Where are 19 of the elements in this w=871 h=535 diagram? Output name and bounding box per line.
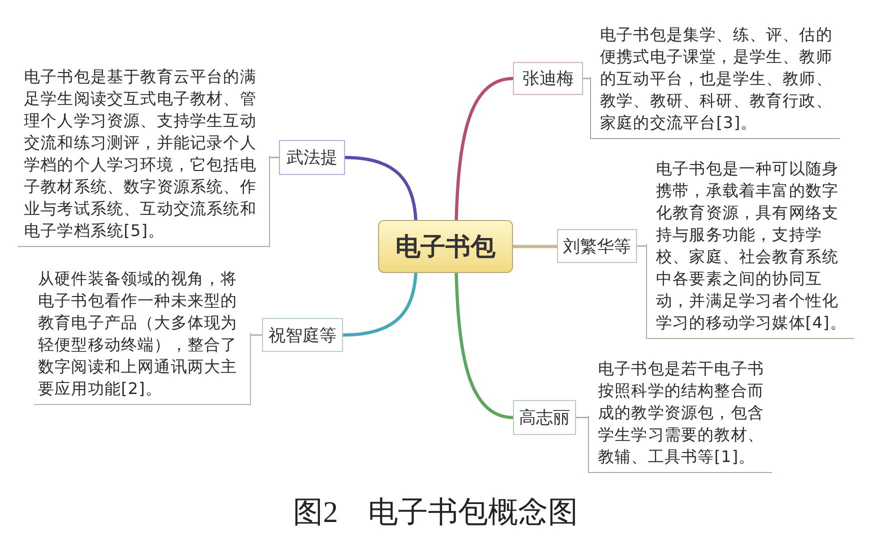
definition-text: 电子书包是集学、练、评、估的便携式电子课堂，是学生、教师的互动平台，也是学生、教师、教学、教研、科研、教育行政、家庭的交流平台[3]。 bbox=[590, 24, 840, 139]
figure-caption: 图2 电子书包概念图 bbox=[293, 496, 578, 530]
connector-line bbox=[250, 334, 263, 336]
branch-line bbox=[511, 244, 559, 248]
author-box: 张迪梅 bbox=[513, 62, 583, 95]
branch-line bbox=[341, 271, 418, 337]
definition-text: 电子书包是若干电子书按照科学的结构整合而成的教学资源包，包含学生学习需要的教材、教辅、工具书等[1]。 bbox=[588, 358, 772, 473]
definition-text: 电子书包是基于教育云平台的满足学生阅读交互式电子教材、管理个人学习资源、支持学生互动交流和练习测评，并能记录个人学档的个人学习环境，它包括电子教材系统、数字资源系统、作业与考试系统、互动交流系统和电子学档系统[5]。 bbox=[18, 66, 270, 247]
central-topic-box: 电子书包 bbox=[378, 220, 513, 273]
author-box: 武法提 bbox=[279, 140, 345, 175]
branch-line bbox=[454, 271, 515, 420]
definition-text: 从硬件装备领域的视角，将电子书包看作一种未来型的教育电子产品（大多体现为轻便型移动终端），整合了数字阅读和上网通讯两大主要应用功能[2]。 bbox=[34, 268, 251, 405]
author-box: 刘繁华等 bbox=[557, 229, 637, 263]
author-box: 祝智庭等 bbox=[262, 318, 343, 352]
branch-line bbox=[454, 76, 515, 222]
author-box: 高志丽 bbox=[513, 400, 576, 435]
branch-line bbox=[343, 156, 418, 222]
definition-text: 电子书包是一种可以随身携带，承载着丰富的数字化教育资源，具有网络支持与服务功能，支持学校、家庭、社会教育系统中各要素之间的协同互动，并满足学习者个性化学习的移动学习媒体[4]。 bbox=[646, 158, 854, 339]
connector-line bbox=[575, 416, 589, 418]
